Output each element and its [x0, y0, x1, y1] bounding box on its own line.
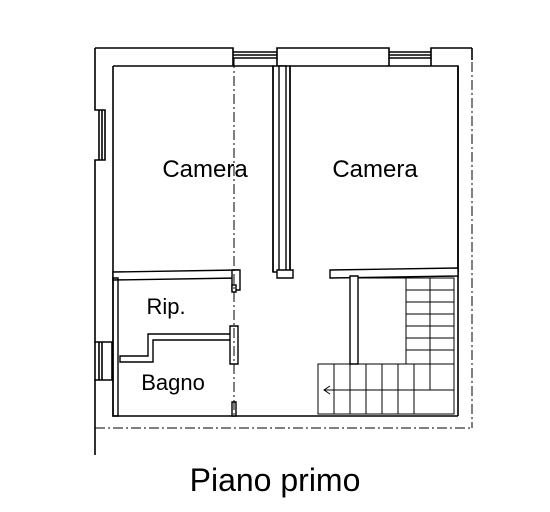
interior-walls [112, 65, 459, 417]
staircase [317, 277, 455, 415]
room-label-ripostiglio: Rip. [146, 294, 185, 319]
room-label-camera-right: Camera [332, 156, 418, 183]
property-boundary [95, 62, 473, 429]
plan-caption: Piano primo [189, 462, 361, 498]
room-label-camera-left: Camera [162, 156, 248, 183]
room-label-bagno: Bagno [141, 370, 205, 395]
